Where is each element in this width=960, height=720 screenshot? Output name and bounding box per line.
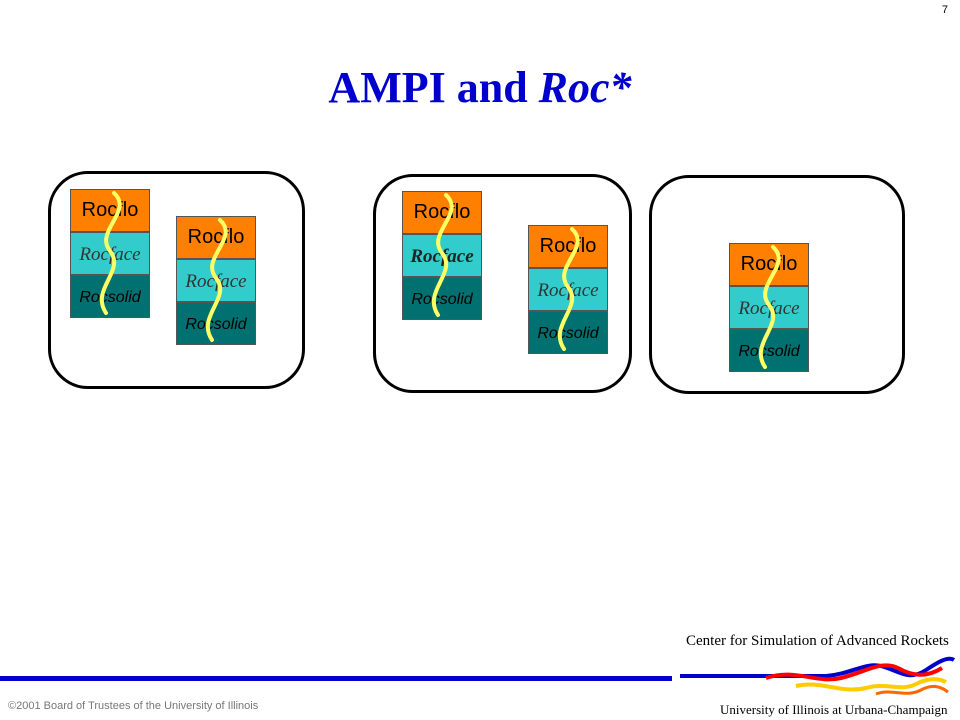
rocface-block: Rocface: [528, 268, 608, 311]
rocflo-block: Rocflo: [176, 216, 256, 259]
rocface-label: Rocface: [410, 246, 474, 267]
rocsolid-block: Rocsolid: [70, 275, 150, 318]
slide-title: AMPI and Roc*: [0, 62, 960, 113]
slide-number: 7: [941, 4, 948, 16]
rocsolid-label: Rocsolid: [79, 289, 141, 306]
copyright-text: ©2001 Board of Trustees of the Universit…: [8, 700, 259, 712]
rocflo-label: Rocflo: [539, 235, 597, 257]
title-italic: Roc*: [538, 63, 632, 112]
center-name: Center for Simulation of Advanced Rocket…: [686, 633, 949, 649]
rocflo-block: Rocflo: [402, 191, 482, 234]
rocface-block: Rocface: [729, 286, 809, 329]
footer-rule: [0, 676, 672, 681]
rocface-label: Rocface: [738, 298, 800, 319]
rocsolid-label: Rocsolid: [411, 291, 473, 308]
rocsolid-label: Rocsolid: [537, 325, 599, 342]
rocflo-label: Rocflo: [187, 226, 245, 248]
rocsolid-block: Rocsolid: [402, 277, 482, 320]
rocface-block: Rocface: [176, 259, 256, 302]
rocflo-label: Rocflo: [413, 201, 471, 223]
rocflo-block: Rocflo: [729, 243, 809, 286]
rocface-label: Rocface: [79, 244, 141, 265]
rocsolid-block: Rocsolid: [528, 311, 608, 354]
rocsolid-block: Rocsolid: [729, 329, 809, 372]
rocsolid-block: Rocsolid: [176, 302, 256, 345]
rocface-block: Rocface: [402, 234, 482, 277]
rocflo-block: Rocflo: [70, 189, 150, 232]
rocface-label: Rocface: [537, 280, 599, 301]
rocface-label: Rocface: [185, 271, 247, 292]
rocsolid-label: Rocsolid: [185, 316, 247, 333]
title-text: AMPI and: [328, 63, 539, 112]
rocsolid-label: Rocsolid: [738, 343, 800, 360]
rocflo-block: Rocflo: [528, 225, 608, 268]
rocface-block: Rocface: [70, 232, 150, 275]
rocflo-label: Rocflo: [740, 253, 798, 275]
rocflo-label: Rocflo: [81, 199, 139, 221]
university-name: University of Illinois at Urbana-Champai…: [720, 702, 948, 717]
csar-logo-icon: [680, 656, 956, 696]
